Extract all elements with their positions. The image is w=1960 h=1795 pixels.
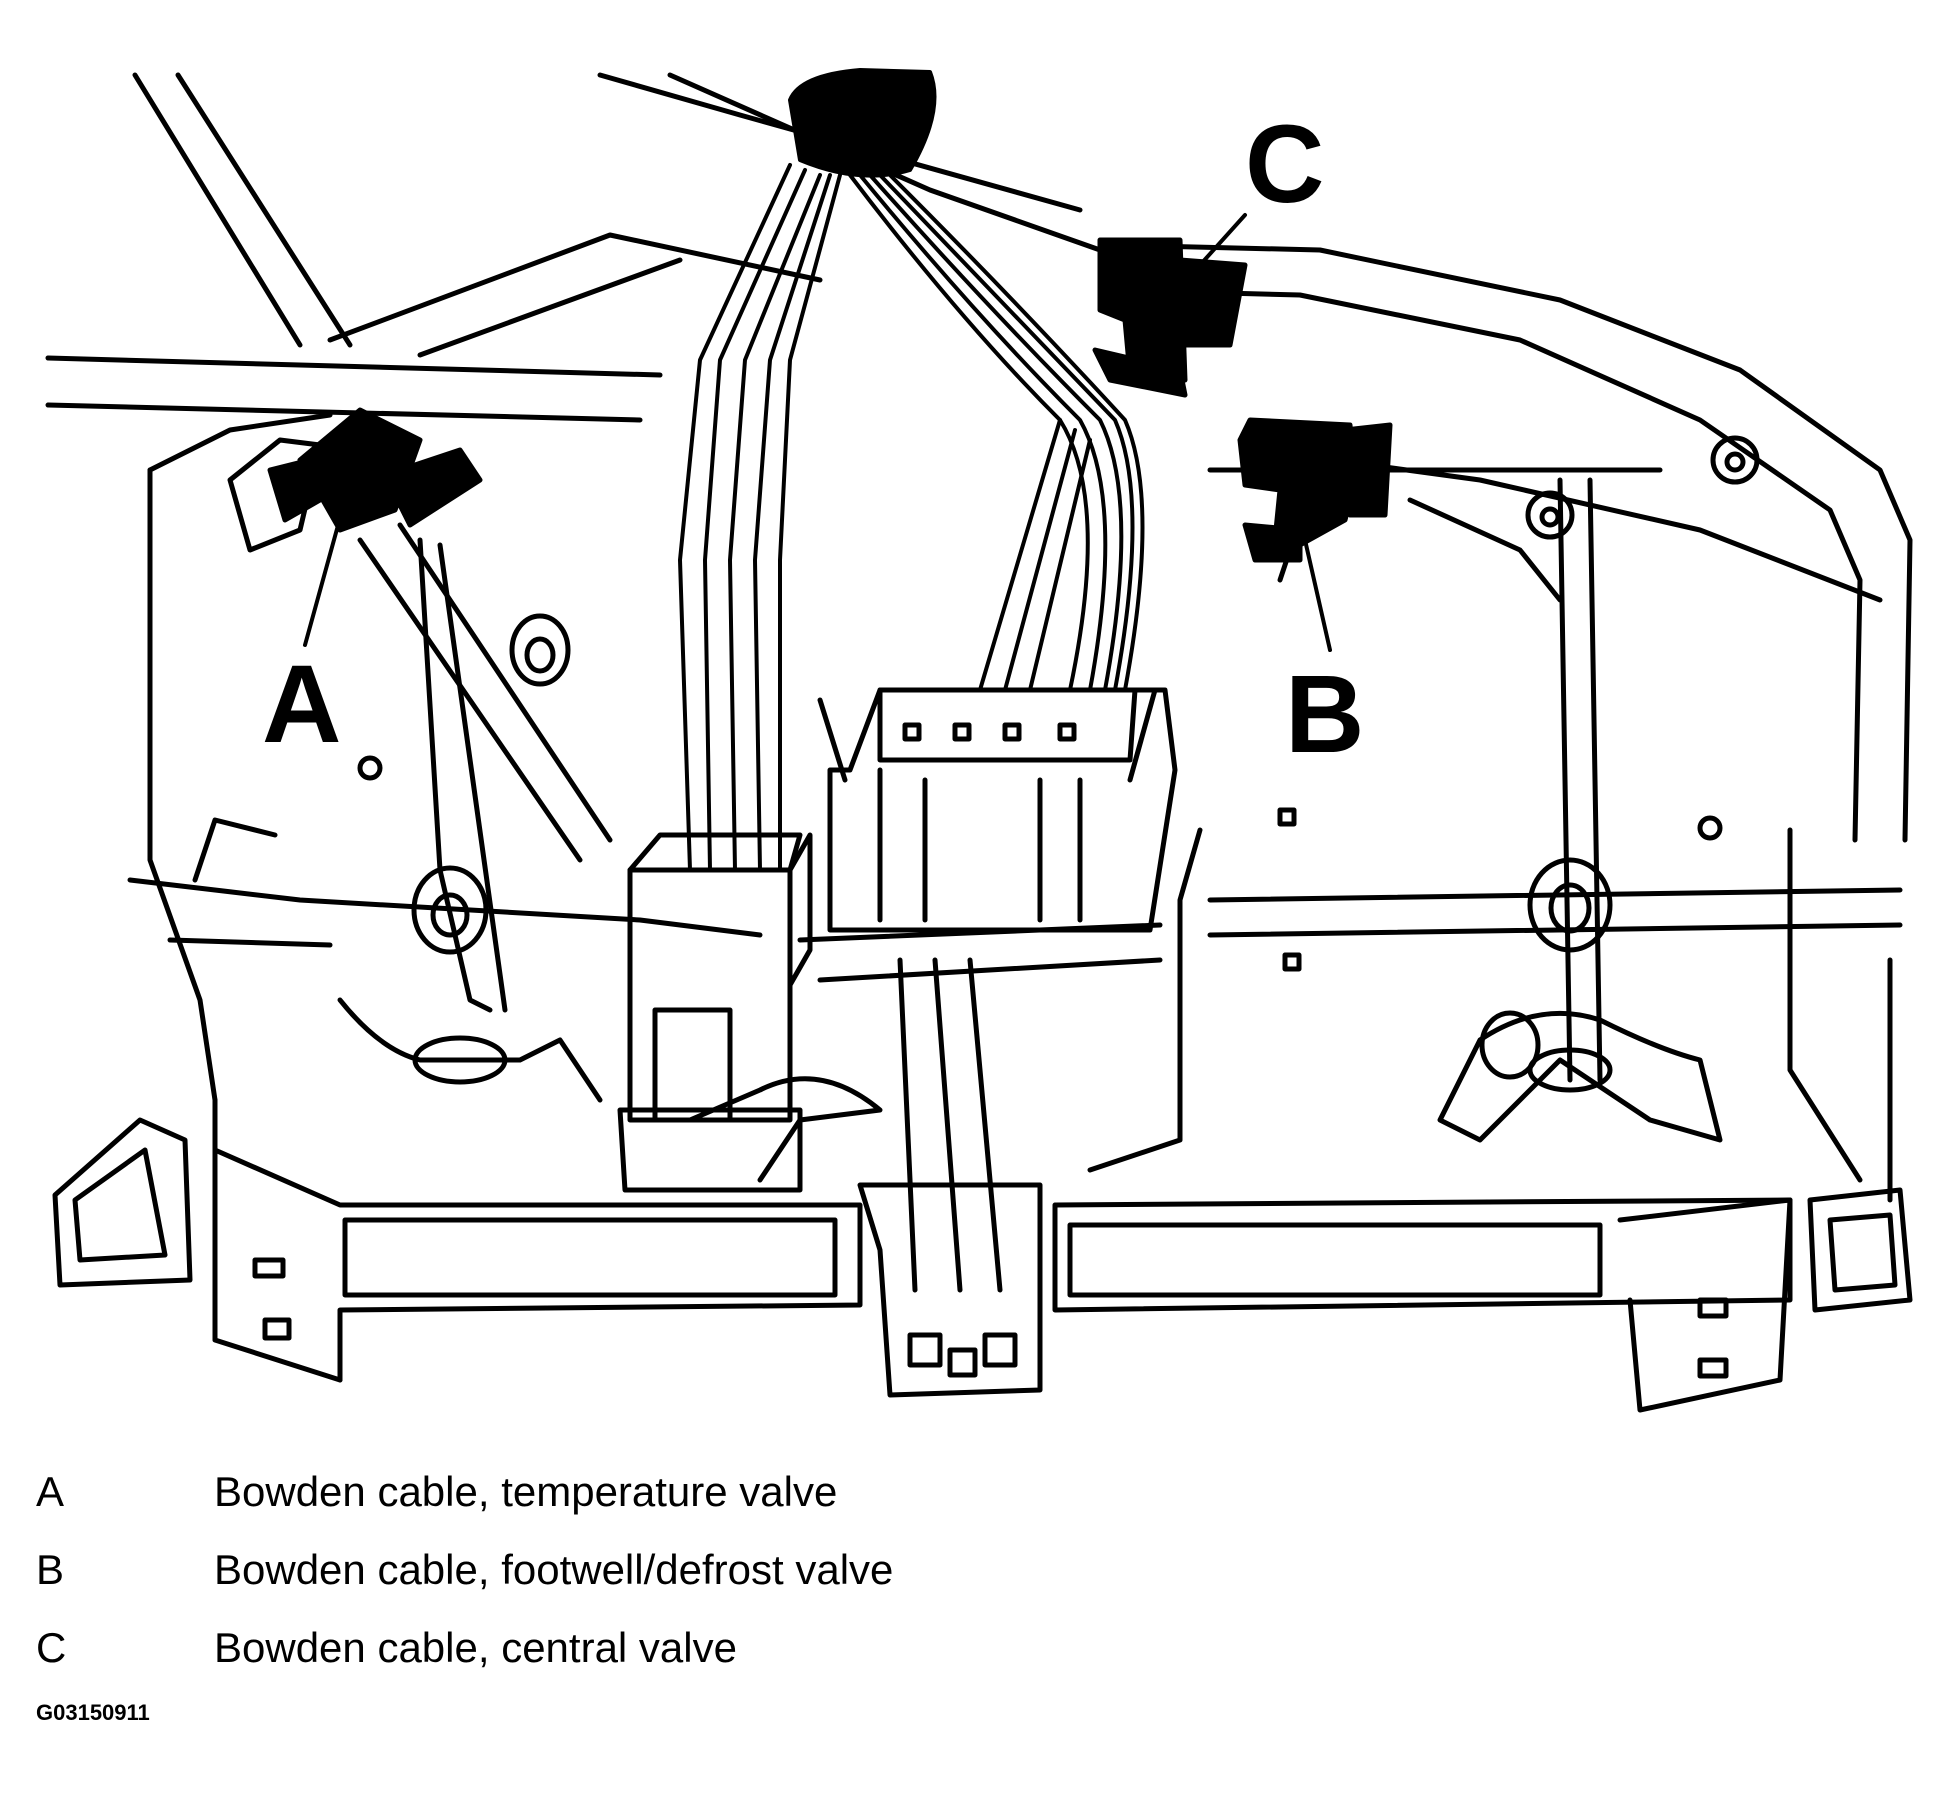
housing-body bbox=[127, 412, 1903, 1203]
callout-c: C bbox=[1245, 103, 1325, 226]
leader-lines bbox=[303, 213, 1332, 652]
legend-key: C bbox=[36, 1624, 67, 1671]
leader-line-c bbox=[1198, 213, 1247, 267]
figure-code: G03150911 bbox=[36, 1700, 150, 1725]
left-connector-plug bbox=[617, 832, 813, 1193]
wiring-harness bbox=[678, 68, 1145, 872]
control-unit-illustration bbox=[45, 68, 1913, 1413]
legend-key: B bbox=[36, 1546, 65, 1593]
cable-clip-a bbox=[227, 407, 483, 553]
legend-row: B Bowden cable, footwell/defrost valve bbox=[36, 1546, 1236, 1624]
leader-line-a bbox=[303, 498, 347, 647]
legend-row: A Bowden cable, temperature valve bbox=[36, 1468, 1236, 1546]
legend-description: Bowden cable, temperature valve bbox=[214, 1468, 838, 1515]
legend-row: C Bowden cable, central valve bbox=[36, 1624, 1236, 1702]
pivot-bosses bbox=[357, 435, 1760, 1093]
callout-a: A bbox=[262, 643, 342, 766]
upper-left-rods bbox=[45, 72, 663, 423]
leader-line-b bbox=[1303, 538, 1332, 652]
center-connector bbox=[817, 687, 1178, 933]
bottom-frame bbox=[52, 1097, 1913, 1413]
legend-key: A bbox=[36, 1468, 65, 1515]
cable-clip-b bbox=[1237, 417, 1393, 563]
center-lower-bracket bbox=[857, 957, 1043, 1398]
callout-b: B bbox=[1285, 653, 1365, 776]
legend-description: Bowden cable, footwell/defrost valve bbox=[214, 1546, 894, 1593]
upper-housing bbox=[327, 72, 1913, 843]
legend-description: Bowden cable, central valve bbox=[214, 1624, 737, 1671]
cable-clip-c bbox=[1092, 237, 1248, 398]
legend: A Bowden cable, temperature valve B Bowd… bbox=[36, 1468, 1236, 1702]
